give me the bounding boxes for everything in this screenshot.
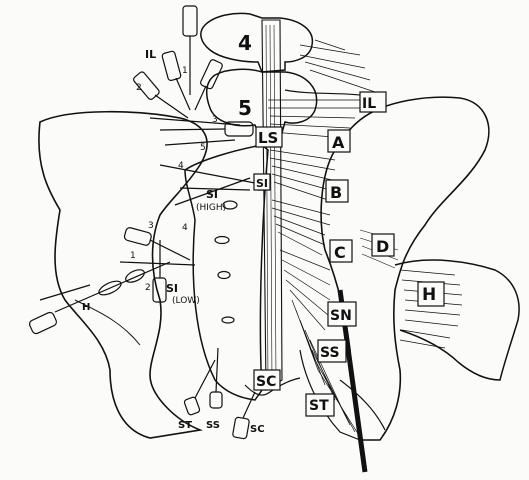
needle-number-4: 4 bbox=[178, 161, 184, 171]
vertebra-4-label: 4 bbox=[238, 31, 252, 55]
region-d-label: D bbox=[376, 237, 389, 256]
h-label: H bbox=[422, 285, 436, 305]
needle-st-label: ST bbox=[178, 420, 192, 431]
supraspinous-striations bbox=[266, 25, 276, 385]
region-b-label: B bbox=[330, 183, 342, 202]
needle-number-3: 3 bbox=[212, 115, 218, 125]
needle-number-4b: 4 bbox=[182, 223, 188, 233]
sc-label: SC bbox=[256, 374, 276, 390]
needle-number-1b: 1 bbox=[130, 251, 136, 261]
needle-ls bbox=[160, 122, 253, 136]
ss-label: SS bbox=[320, 345, 340, 361]
region-c-label: C bbox=[334, 243, 346, 262]
sn-label: SN bbox=[330, 308, 352, 324]
region-a-label: A bbox=[332, 133, 345, 152]
greater-trochanter bbox=[395, 260, 519, 380]
ligament-hatching bbox=[268, 40, 375, 440]
needle-number-2b: 2 bbox=[145, 283, 151, 293]
needle-number-1: 1 bbox=[182, 66, 188, 76]
vertebra-4 bbox=[201, 13, 313, 72]
needle-number-3b: 3 bbox=[148, 221, 154, 231]
needle-h bbox=[28, 262, 170, 335]
si-high-box-label: SI bbox=[256, 177, 268, 190]
si-low-needle-label: SI bbox=[166, 282, 178, 295]
si-high-needle-label: SI bbox=[206, 188, 218, 201]
needle-sc-label: SC bbox=[250, 424, 265, 435]
needle-ss-label: SS bbox=[206, 420, 220, 431]
needle-number-2: 2 bbox=[136, 83, 142, 93]
sacral-foramina bbox=[215, 201, 237, 323]
ls-label: LS bbox=[258, 129, 278, 147]
ischial-line bbox=[340, 380, 385, 430]
needle-il-label: IL bbox=[145, 48, 156, 61]
needle-number-5: 5 bbox=[200, 143, 206, 153]
st-label: ST bbox=[309, 398, 329, 414]
si-low-note: (LOW) bbox=[172, 296, 200, 306]
si-high-note: (HIGH) bbox=[196, 203, 226, 213]
il-label: IL bbox=[362, 96, 376, 112]
transverse-process-l5 bbox=[285, 90, 370, 96]
needle-h-label: H bbox=[82, 302, 90, 313]
vertebra-5-label: 5 bbox=[238, 96, 252, 120]
